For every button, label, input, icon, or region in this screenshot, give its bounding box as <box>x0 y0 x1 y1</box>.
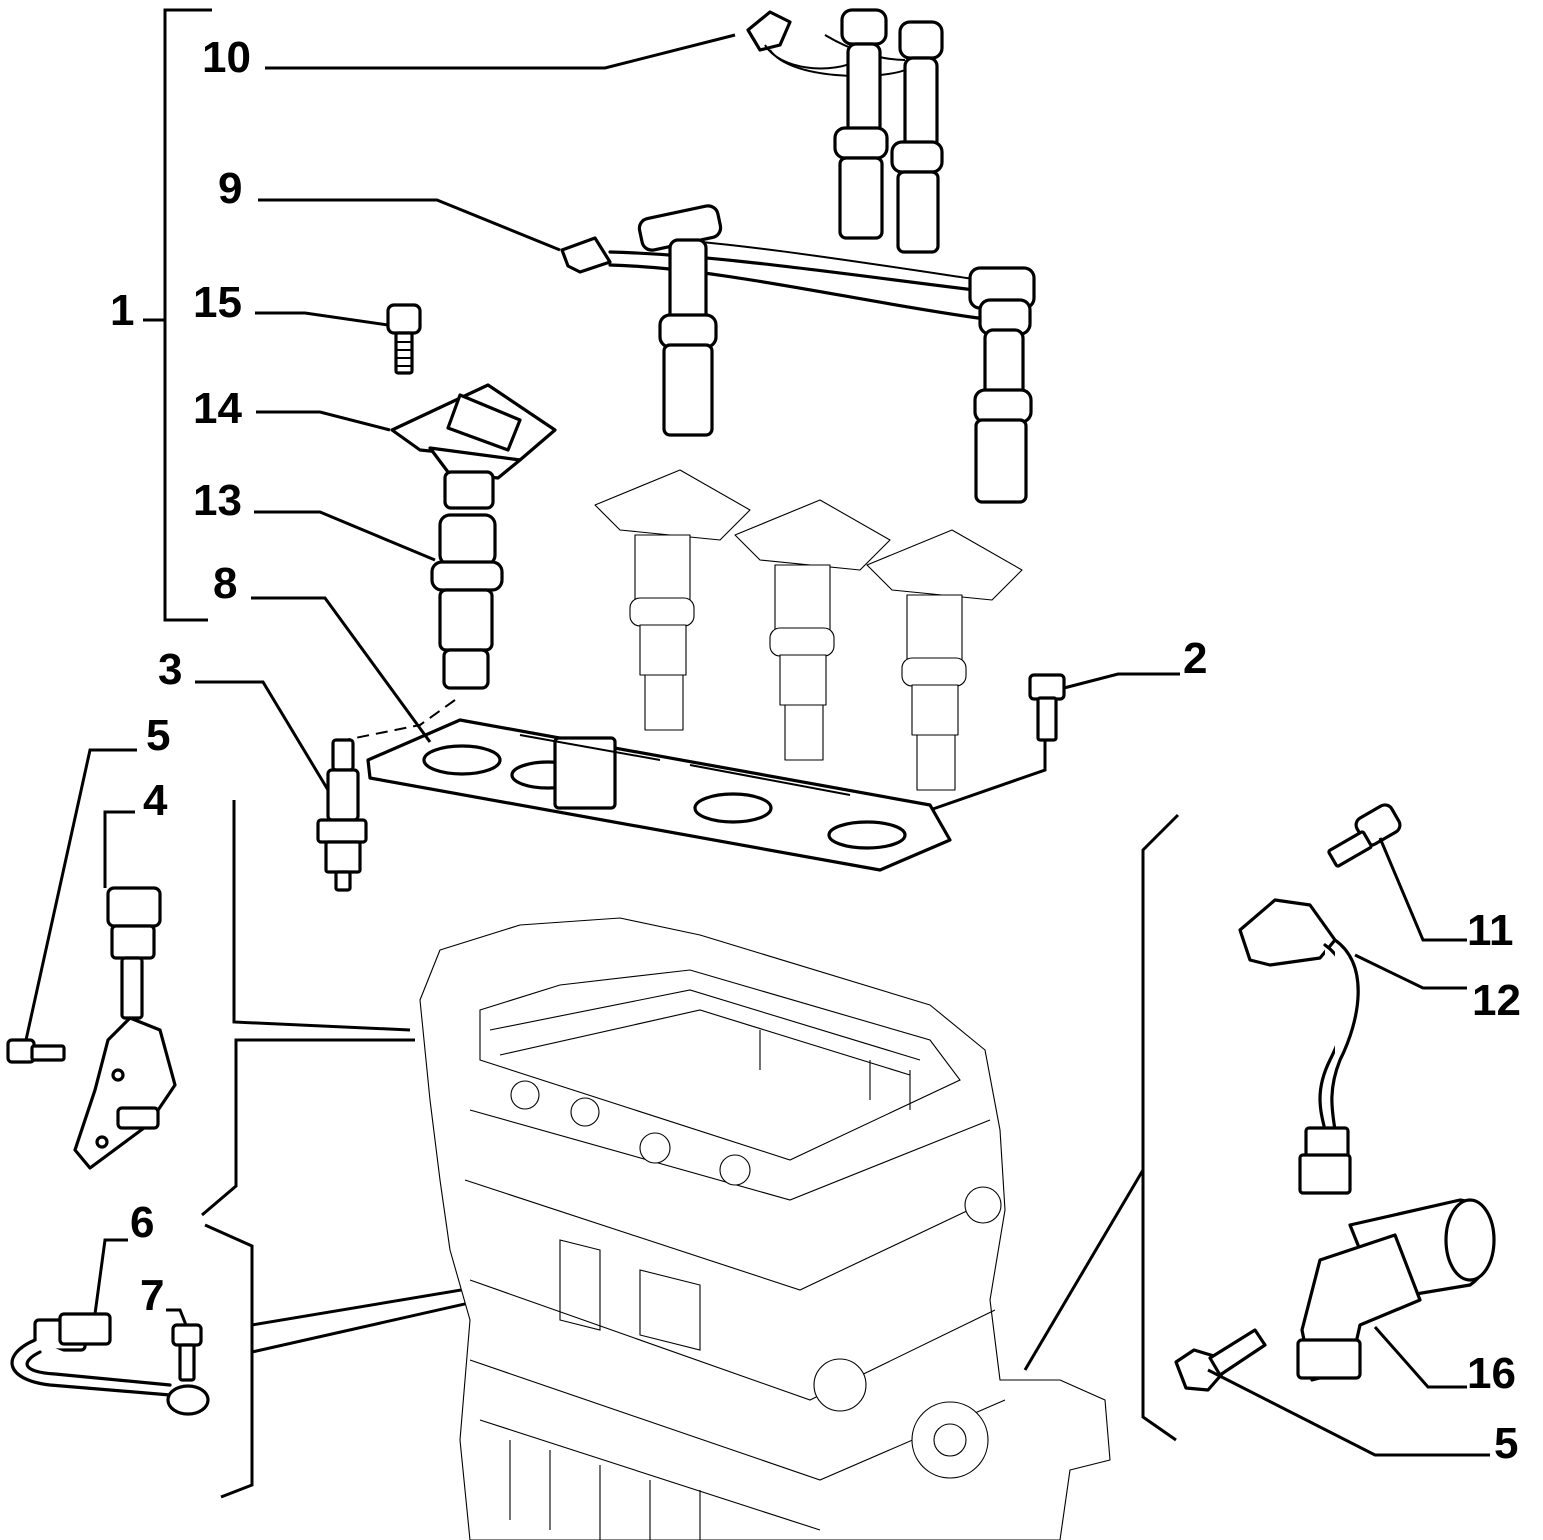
assembly-alignment-lines <box>344 699 1047 812</box>
callout-14: 14 <box>193 384 242 433</box>
ignition-coils-set <box>594 469 1023 791</box>
callout-4: 4 <box>143 776 168 825</box>
part-12-rpm-sensor <box>1238 898 1360 1195</box>
callout-13: 13 <box>193 476 242 525</box>
group-bracket-1 <box>143 8 212 622</box>
callout-labels: 10 9 1 15 14 13 8 2 3 5 4 6 7 11 12 16 5 <box>110 33 1521 1468</box>
callout-15: 15 <box>193 278 242 327</box>
part-2-bolt <box>1028 673 1066 742</box>
part-7-bolt <box>171 1323 203 1382</box>
part-5-bolt-right <box>1174 1328 1267 1392</box>
callout-9: 9 <box>218 164 242 213</box>
part-14-ignition-coil <box>390 383 557 510</box>
part-10-ignition-leads-short <box>746 8 944 254</box>
engine-block-outline <box>419 917 1111 1540</box>
callout-16: 16 <box>1467 1349 1516 1398</box>
callout-12: 12 <box>1472 976 1521 1025</box>
part-8-coil-mounting-plate <box>366 718 952 872</box>
part-15-screw <box>386 303 422 375</box>
callout-5-right: 5 <box>1494 1419 1518 1468</box>
part-3-spark-plug <box>316 738 368 892</box>
part-4-sensor <box>73 886 177 1170</box>
part-9-ignition-leads-long <box>560 204 1036 504</box>
callout-3: 3 <box>158 645 182 694</box>
callout-2: 2 <box>1183 634 1207 683</box>
part-5-bolt-left <box>6 1038 66 1064</box>
group-bracket-right <box>1023 813 1180 1442</box>
part-13-coil-boot <box>430 513 504 690</box>
part-6-knock-sensor <box>10 1312 210 1416</box>
part-11-screw <box>1327 803 1402 868</box>
callout-10: 10 <box>202 33 251 82</box>
callout-6: 6 <box>130 1198 154 1247</box>
callout-leaders <box>24 33 1490 1457</box>
part-16-sensor <box>1296 1198 1496 1382</box>
callout-5-left: 5 <box>146 711 170 760</box>
callout-1: 1 <box>110 286 134 335</box>
callout-7: 7 <box>140 1271 164 1320</box>
callout-8: 8 <box>213 559 237 608</box>
callout-11: 11 <box>1467 906 1514 955</box>
